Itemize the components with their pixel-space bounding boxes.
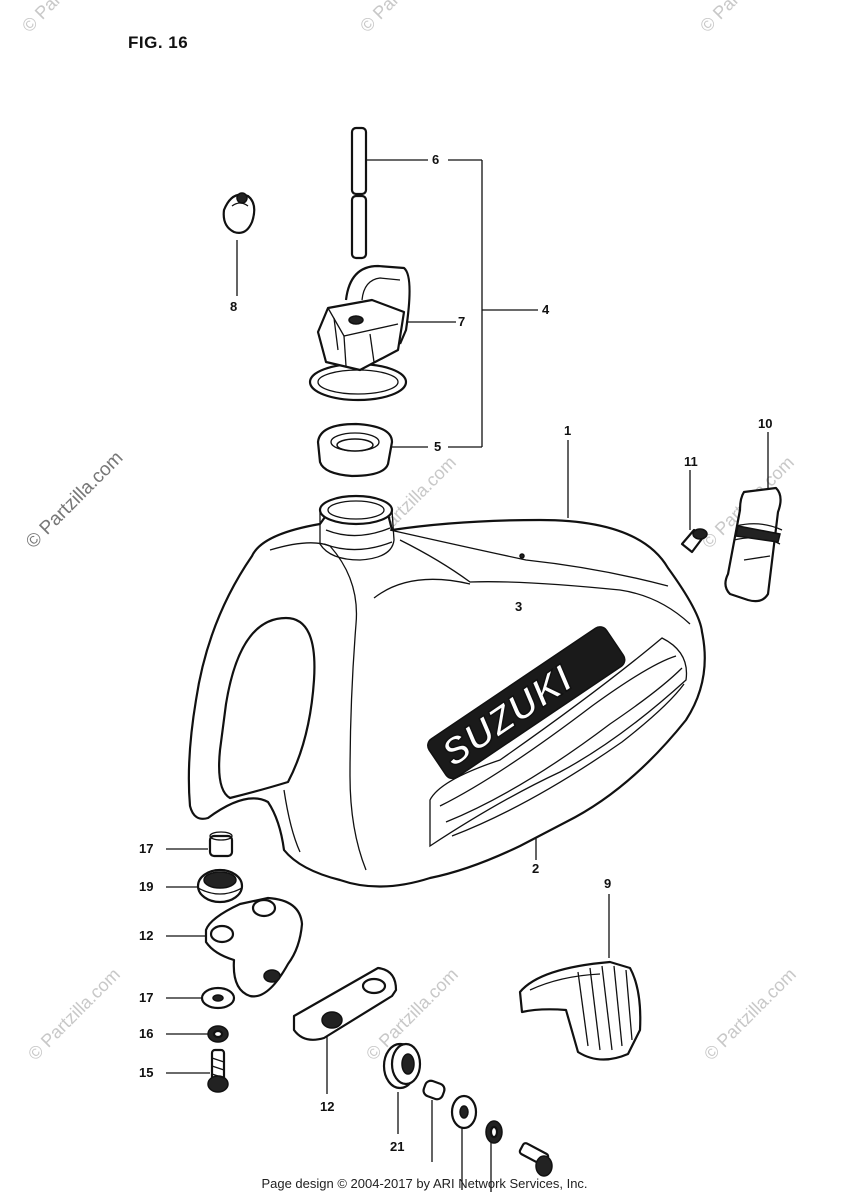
callout-12-upper: 12 [139, 928, 154, 943]
bolt-13 [207, 1048, 229, 1093]
callout-17-upper: 19 [139, 879, 154, 894]
tank-strap [724, 486, 783, 603]
cushion-17-lower [382, 1042, 422, 1090]
figure-title: FIG. 16 [128, 33, 189, 52]
bolt-lower [518, 1142, 553, 1177]
cap-gasket [316, 422, 394, 478]
clip [222, 192, 256, 234]
fuel-cap [308, 264, 411, 402]
callout-3: 3 [515, 599, 523, 614]
bracket-12-upper [204, 896, 304, 998]
cushion-17-upper [196, 868, 244, 904]
rubber-guard [518, 960, 642, 1061]
callout-16: 17 [139, 841, 154, 856]
collar-19 [422, 1079, 446, 1101]
callout-8: 8 [230, 299, 238, 314]
callout-4: 4 [542, 302, 550, 317]
lock-washer [485, 1120, 503, 1144]
page-footer: Page design © 2004-2017 by ARI Network S… [261, 1176, 588, 1191]
callout-6: 6 [432, 152, 440, 167]
bolt-11 [680, 528, 708, 554]
callout-2: 2 [532, 861, 540, 876]
tank-stripes [429, 637, 688, 848]
callout-9: 9 [604, 876, 612, 891]
callout-7: 7 [458, 314, 466, 329]
breather-tube [350, 126, 368, 260]
callout-11: 11 [684, 454, 698, 469]
callout-12-lower: 12 [320, 1099, 335, 1114]
fuel-tank [187, 494, 706, 888]
washer-14 [207, 1025, 229, 1043]
bracket-12-lower [292, 966, 398, 1041]
callout-5: 5 [434, 439, 442, 454]
washer-21 [450, 1094, 478, 1130]
callout-14: 16 [139, 1026, 154, 1041]
washer-15 [200, 986, 236, 1010]
callout-10: 10 [758, 416, 773, 431]
callout-13: 15 [139, 1065, 154, 1080]
callout-15: 17 [139, 990, 154, 1005]
callout-1: 1 [564, 423, 572, 438]
collar-16 [208, 831, 234, 858]
callout-17-lower: 21 [390, 1139, 405, 1154]
